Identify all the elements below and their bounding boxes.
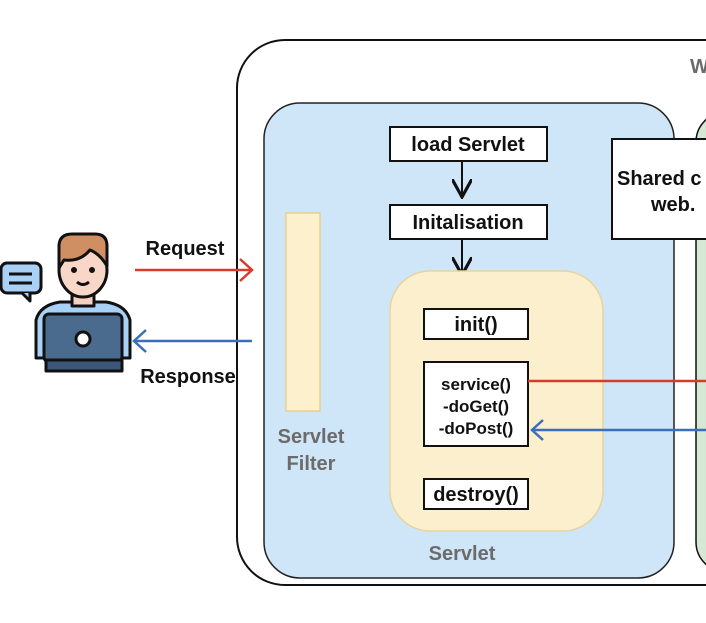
- servlet-filter-bar: [285, 212, 321, 412]
- shared-line1: Shared c: [617, 168, 701, 190]
- response-arrowhead: [132, 329, 147, 353]
- filter-label-1: Servlet: [278, 426, 345, 448]
- service-label: service(): [441, 375, 511, 394]
- response-label: Response: [140, 366, 236, 388]
- shared-box: [611, 138, 706, 240]
- load-servlet-box: [389, 126, 548, 162]
- load-servlet-label: load Servlet: [411, 134, 525, 156]
- destroy-label: destroy(): [433, 484, 519, 506]
- shared-line2: web.: [650, 194, 695, 216]
- initialisation-box: [389, 204, 548, 240]
- servlet-label: Servlet: [429, 543, 496, 565]
- init-label: init(): [454, 314, 497, 336]
- filter-label-2: Filter: [287, 453, 336, 475]
- initialisation-label: Initalisation: [412, 212, 523, 234]
- web-container-label: W: [690, 56, 706, 78]
- destroy-box: [423, 478, 529, 510]
- request-label: Request: [146, 238, 225, 260]
- dopost-label: -doPost(): [439, 419, 514, 438]
- doget-label: -doGet(): [443, 397, 509, 416]
- service-box: [423, 361, 529, 447]
- user-laptop-icon: [0, 232, 132, 373]
- request-arrowhead: [239, 258, 254, 282]
- init-box: [423, 308, 529, 340]
- service-in-arrowhead: [530, 419, 544, 441]
